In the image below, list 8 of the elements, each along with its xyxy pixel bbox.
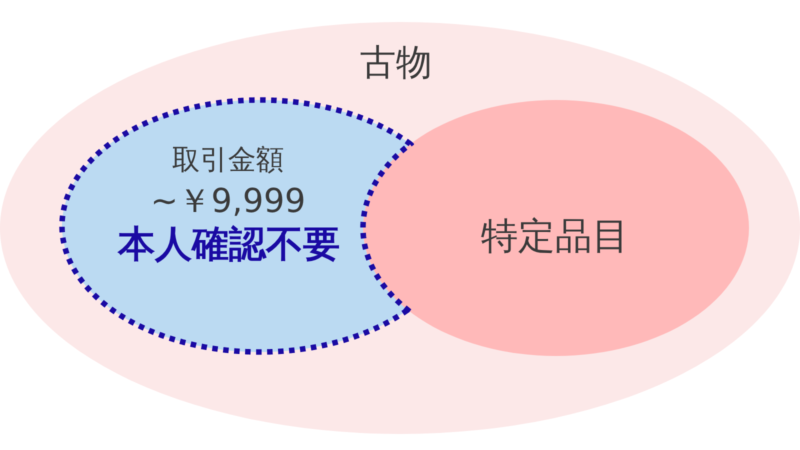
region-heading: 取引金額 xyxy=(172,144,284,176)
dotted-region xyxy=(59,97,414,355)
amount-label: ~￥9,999 xyxy=(150,182,306,220)
region-label: 古物 xyxy=(360,42,432,84)
note-label: 本人確認不要 xyxy=(118,224,340,266)
region-label: 特定品目 xyxy=(481,216,629,258)
ellipse-region xyxy=(363,100,749,356)
ellipse-region xyxy=(0,22,800,434)
